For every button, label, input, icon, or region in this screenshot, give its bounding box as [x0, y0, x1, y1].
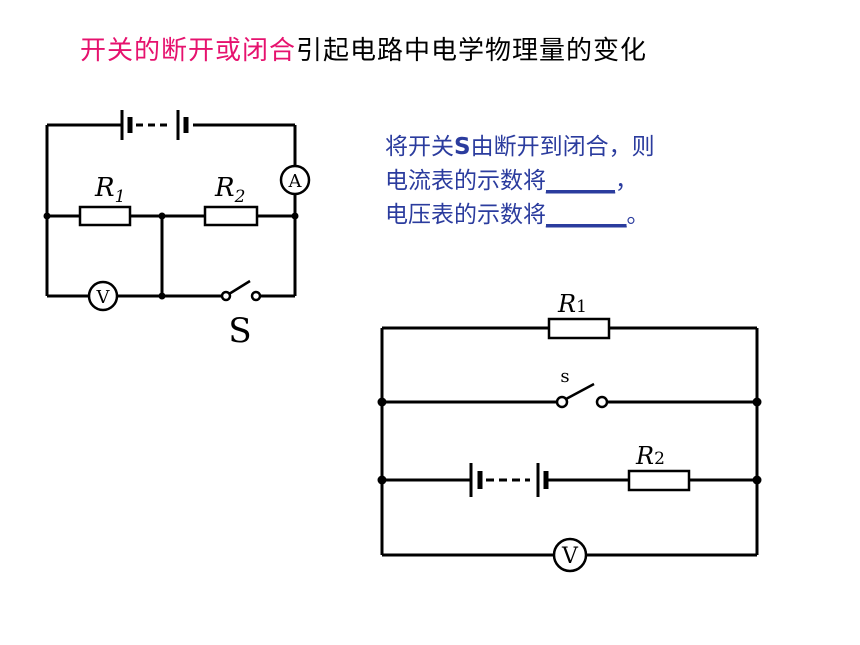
circuit-1: A R1 R2 V S	[43, 110, 311, 351]
voltmeter-1: V	[87, 280, 119, 312]
q1-pre: 将开关	[385, 134, 454, 160]
ammeter-answer-blank[interactable]: ______	[546, 168, 615, 194]
voltmeter-2-label: V	[561, 544, 579, 569]
switch-label-1: S	[228, 311, 251, 351]
question-line-2: 电流表的示数将______，	[385, 164, 655, 198]
battery-1	[120, 110, 189, 140]
r2-label-2: R2	[635, 442, 665, 470]
title-rest: 引起电路中电学物理量的变化	[296, 36, 648, 66]
q3-text: 电压表的示数将	[385, 202, 546, 228]
switch-label-2: s	[560, 366, 569, 387]
q3-end: 。	[626, 202, 650, 228]
resistor-r2-1	[203, 205, 259, 227]
q2-text: 电流表的示数将	[385, 168, 546, 194]
q2-end: ，	[615, 168, 638, 194]
switch-s-2[interactable]	[555, 382, 609, 409]
switch-s-1[interactable]	[220, 279, 262, 302]
resistor-r1-2	[547, 317, 611, 340]
question-text: 将开关S由断开到闭合，则 电流表的示数将______， 电压表的示数将_____…	[385, 130, 655, 232]
resistor-r2-2	[627, 469, 691, 492]
ammeter-1-label: A	[288, 171, 303, 192]
q1-post: 由断开到闭合，则	[470, 134, 655, 160]
question-line-3: 电压表的示数将_______。	[385, 198, 655, 232]
title-highlight: 开关的断开或闭合	[80, 36, 297, 66]
question-line-1: 将开关S由断开到闭合，则	[385, 130, 655, 164]
circuit-2: R1 s R2 V	[377, 290, 762, 573]
battery-2	[469, 463, 549, 497]
r2-label-1: R2	[214, 173, 245, 207]
ammeter-1: A	[279, 164, 311, 196]
voltmeter-answer-blank[interactable]: _______	[546, 202, 627, 228]
r1-label-2: R1	[557, 290, 587, 318]
resistor-r1-1	[78, 205, 132, 227]
voltmeter-2: V	[552, 537, 588, 573]
r1-label-1: R1	[94, 173, 125, 207]
q1-switch: S	[454, 134, 471, 160]
slide-title: 开关的断开或闭合引起电路中电学物理量的变化	[80, 30, 647, 67]
voltmeter-1-label: V	[96, 287, 111, 308]
